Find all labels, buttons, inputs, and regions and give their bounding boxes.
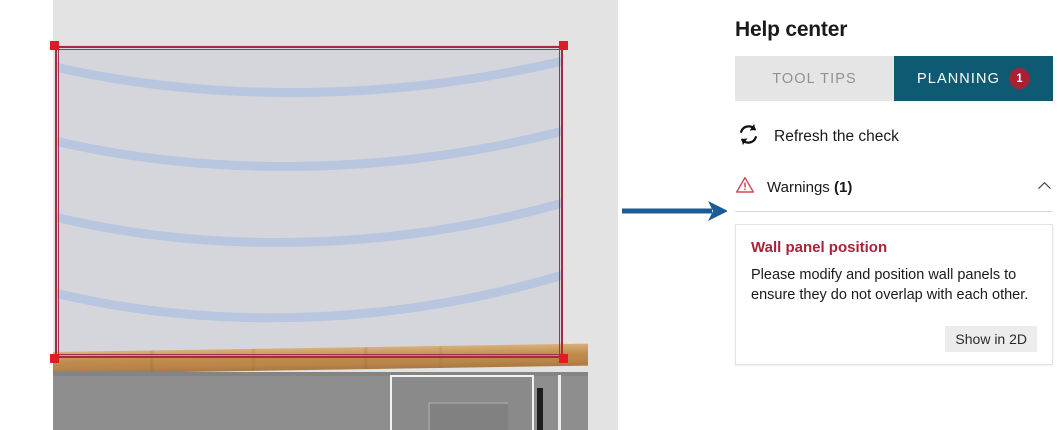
refresh-check-label: Refresh the check: [774, 128, 899, 145]
help-center-panel: Help center TOOL TIPS PLANNING 1 Refresh…: [727, 0, 1061, 430]
page-title: Help center: [735, 18, 848, 41]
tab-bar: TOOL TIPS PLANNING 1: [735, 56, 1053, 101]
tab-planning[interactable]: PLANNING 1: [894, 56, 1053, 101]
chevron-up-icon[interactable]: [1036, 177, 1053, 199]
wall-panel-graphic: [55, 45, 563, 357]
cabinet-handle: [537, 388, 543, 430]
warnings-count: (1): [833, 179, 853, 196]
tab-tool-tips[interactable]: TOOL TIPS: [735, 56, 894, 101]
warnings-label: Warnings (1): [767, 179, 852, 196]
show-in-2d-button[interactable]: Show in 2D: [945, 326, 1037, 352]
warning-card: Wall panel position Please modify and po…: [735, 224, 1053, 365]
cabinet-door[interactable]: [390, 375, 534, 430]
refresh-check-button[interactable]: Refresh the check: [735, 121, 1061, 153]
cabinet-door-inset: [428, 402, 508, 430]
arrow-icon: [622, 201, 728, 221]
pointer-arrow: [620, 196, 730, 226]
warning-card-title: Wall panel position: [751, 239, 888, 256]
cabinet-gap: [558, 375, 561, 430]
warnings-section-header[interactable]: Warnings (1): [735, 175, 1053, 212]
warnings-text: Warnings: [767, 179, 830, 196]
warning-triangle-icon: [735, 175, 755, 200]
tab-planning-label: PLANNING: [917, 70, 1000, 87]
tab-tool-tips-label: TOOL TIPS: [772, 70, 857, 87]
planning-badge-count: 1: [1008, 68, 1030, 89]
viewport-3d[interactable]: [53, 0, 618, 430]
refresh-icon: [735, 121, 762, 153]
wall-panel-object[interactable]: [55, 45, 563, 357]
warning-card-body: Please modify and position wall panels t…: [751, 267, 1029, 303]
